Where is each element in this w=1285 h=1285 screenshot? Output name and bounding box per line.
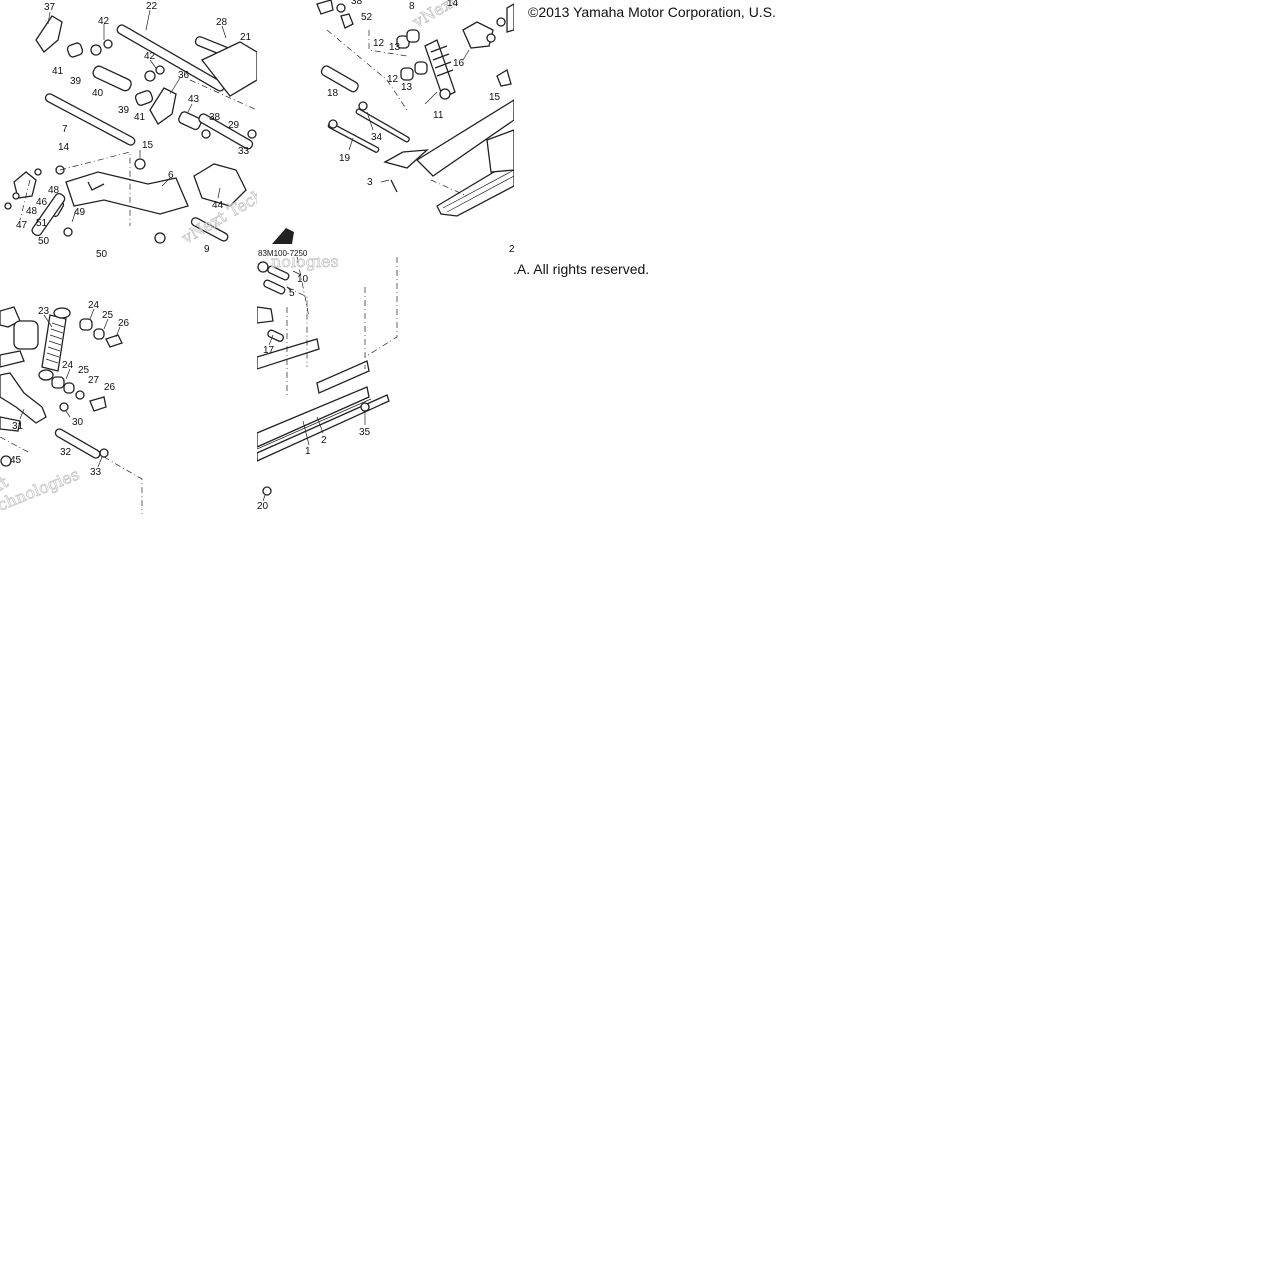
callout: 27 [88, 375, 100, 386]
diagram-code-area: 83M100-7250 [258, 228, 308, 258]
callout: 38 [351, 0, 363, 7]
callout: 9 [204, 244, 210, 255]
rear-shock-drawing: xt chnologies 23 24 25 26 24 25 27 26 31… [0, 300, 143, 514]
callout-labels: 37 42 22 28 21 41 39 40 42 36 39 41 43 3… [16, 1, 252, 257]
callout: 25 [102, 310, 114, 321]
callout: 41 [52, 66, 64, 77]
callout: 29 [228, 120, 240, 131]
callout: 13 [389, 42, 401, 53]
callout: 8 [409, 1, 415, 12]
callout: 51 [36, 218, 48, 229]
callout: 15 [142, 140, 154, 151]
copyright-line-1: ©2013 Yamaha Motor Corporation, U.S. [528, 4, 776, 20]
callout: 2 [509, 244, 514, 255]
callout: 14 [447, 0, 459, 9]
callout: 10 [297, 274, 309, 285]
callout: 15 [489, 92, 501, 103]
callout: 39 [118, 105, 130, 116]
callout: 47 [16, 220, 28, 231]
callout: 16 [453, 58, 465, 69]
callout: 45 [10, 455, 22, 466]
callout: 42 [144, 51, 156, 62]
callout: 52 [361, 12, 373, 23]
callout: 2 [321, 435, 327, 446]
callout: 48 [26, 206, 38, 217]
diagram-tile-bottom-center: nologies 10 5 17 35 2 1 20 [257, 257, 514, 514]
callout: 7 [62, 124, 68, 135]
callout-labels: 10 5 17 35 2 1 20 [257, 274, 371, 512]
callout: 25 [78, 365, 90, 376]
callout: 19 [339, 153, 351, 164]
callout: 17 [263, 345, 275, 356]
callout: 31 [12, 421, 24, 432]
rear-suspension-drawing: vNext Tech 37 42 22 28 21 41 39 40 42 36… [4, 1, 257, 257]
callout: 38 [209, 112, 221, 123]
callout: 23 [38, 306, 50, 317]
callout: 40 [92, 88, 104, 99]
diagram-tile-bottom-left: xt chnologies 23 24 25 26 24 25 27 26 31… [0, 257, 257, 514]
callout: 11 [433, 110, 444, 121]
callout: 49 [74, 207, 86, 218]
callout: 50 [96, 249, 108, 257]
callout: 21 [240, 32, 252, 43]
callout: 24 [62, 360, 74, 371]
callout: 20 [257, 501, 269, 512]
callout: 41 [134, 112, 146, 123]
callout: 26 [104, 382, 116, 393]
callout: 44 [212, 200, 224, 211]
diagram-tile-top-left: vNext Tech 37 42 22 28 21 41 39 40 42 36… [0, 0, 257, 257]
callout: 48 [48, 185, 60, 196]
callout: 43 [188, 94, 200, 105]
callout: 32 [60, 447, 72, 458]
callout: 35 [359, 427, 371, 438]
callout: 12 [387, 74, 399, 85]
rear-suspension-drawing-2: vNext Tech 38 52 8 14 12 13 12 13 16 18 … [316, 0, 514, 255]
callout: 14 [58, 142, 70, 153]
diagram-tile-top-center: vNext Tech 38 52 8 14 12 13 12 13 16 18 … [257, 0, 514, 257]
callout: 33 [90, 467, 102, 478]
callout: 28 [216, 17, 228, 28]
callout: 3 [367, 177, 373, 188]
copyright-line-2: .A. All rights reserved. [513, 261, 650, 277]
callout: 1 [305, 446, 311, 457]
callout-labels: 23 24 25 26 24 25 27 26 31 30 32 33 45 [10, 300, 130, 478]
callout: 39 [70, 76, 82, 87]
watermark-text: chnologies [0, 465, 82, 514]
slide-rail-drawing: nologies 10 5 17 35 2 1 20 [257, 257, 398, 512]
callout: 42 [98, 16, 110, 27]
callout-labels: 38 52 8 14 12 13 12 13 16 18 15 11 34 19… [327, 0, 514, 255]
fwd-arrow-icon [272, 228, 294, 244]
callout: 33 [238, 146, 250, 157]
callout: 26 [118, 318, 130, 329]
diagram-code: 83M100-7250 [258, 249, 308, 258]
callout: 13 [401, 82, 413, 93]
callout: 18 [327, 88, 339, 99]
watermark-text: nologies [271, 257, 339, 271]
callout: 30 [72, 417, 84, 428]
callout: 22 [146, 1, 158, 12]
callout: 12 [373, 38, 385, 49]
callout: 5 [289, 288, 295, 299]
callout: 37 [44, 2, 56, 13]
callout: 34 [371, 132, 383, 143]
callout: 50 [38, 236, 50, 247]
callout: 24 [88, 300, 100, 311]
callout: 36 [178, 70, 190, 81]
callout: 46 [36, 197, 48, 208]
callout: 6 [168, 170, 174, 181]
